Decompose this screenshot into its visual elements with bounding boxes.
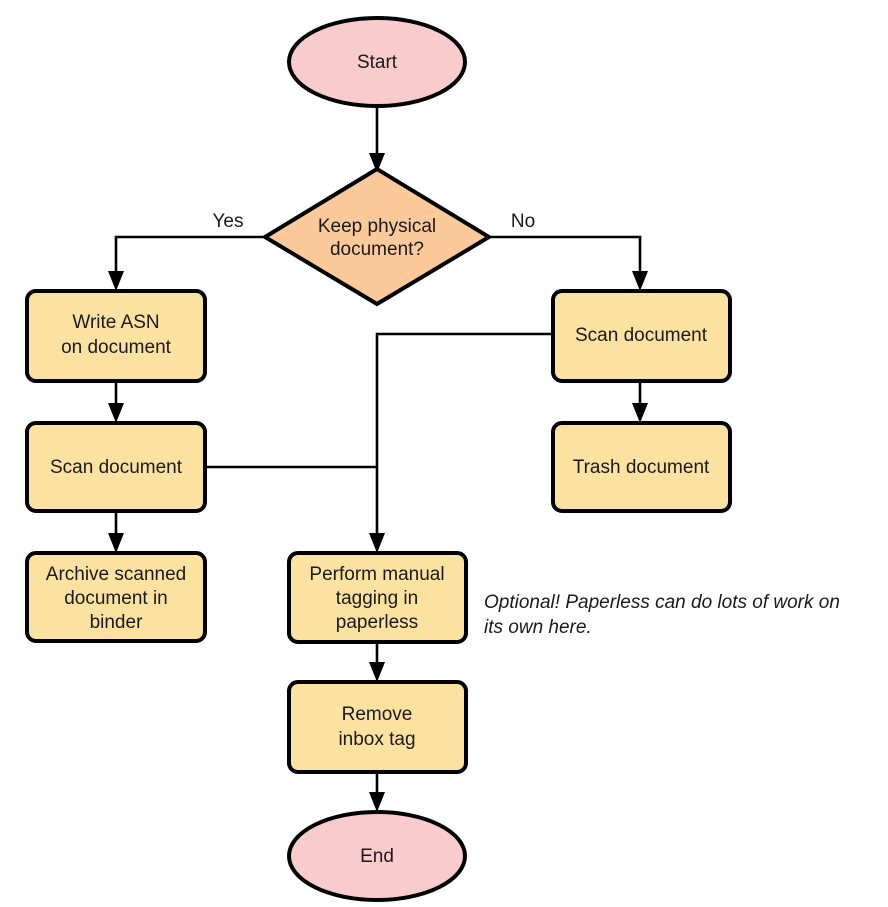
node-perform-manual-tagging[interactable]: Perform manual tagging in paperless <box>287 551 468 644</box>
node-write-asn-on-document[interactable]: Write ASN on document <box>25 289 207 383</box>
node-archive-label-line1: Archive scanned <box>46 564 186 585</box>
edge-label-no: No <box>511 211 535 232</box>
node-write-asn-label-line1: Write ASN <box>72 312 159 333</box>
node-scan-document-left-label: Scan document <box>50 457 183 478</box>
node-remove-inbox-label-line1: Remove <box>342 704 413 725</box>
node-decision-label-line1: Keep physical <box>318 216 436 237</box>
node-remove-inbox-tag[interactable]: Remove inbox tag <box>287 680 468 774</box>
node-scan-document-right[interactable]: Scan document <box>551 289 732 383</box>
edge-remove-inbox-to-end <box>369 772 385 812</box>
node-end[interactable]: End <box>287 810 467 902</box>
edge-scan-right-to-trash <box>632 381 648 423</box>
node-write-asn-label-line2: on document <box>61 337 172 358</box>
edge-start-to-decision <box>369 103 385 173</box>
edge-write-asn-to-scan-left <box>108 381 124 423</box>
node-archive-label-line3: binder <box>90 612 143 633</box>
node-end-label: End <box>360 846 394 867</box>
node-decision-label-line2: document? <box>330 239 424 260</box>
annotation-note-line1: Optional! Paperless can do lots of work … <box>484 592 840 613</box>
edge-scan-left-to-archive <box>108 511 124 553</box>
node-decision-keep-physical-document[interactable]: Keep physical document? <box>261 166 493 307</box>
node-tagging-label-line3: paperless <box>336 612 418 633</box>
node-start[interactable]: Start <box>287 16 467 108</box>
node-archive-scanned-document[interactable]: Archive scanned document in binder <box>25 551 207 643</box>
edge-scan-right-to-tagging <box>369 332 552 553</box>
node-start-label: Start <box>357 52 398 73</box>
edge-decision-yes-to-write-asn <box>108 235 263 291</box>
node-scan-document-right-label: Scan document <box>575 325 708 346</box>
node-trash-document-label: Trash document <box>573 457 710 478</box>
node-scan-document-left[interactable]: Scan document <box>25 421 207 513</box>
edge-tagging-to-remove-inbox <box>369 642 385 682</box>
annotation-note-line2: its own here. <box>484 617 592 638</box>
node-remove-inbox-label-line2: inbox tag <box>338 729 415 750</box>
node-trash-document[interactable]: Trash document <box>551 421 732 513</box>
node-archive-label-line2: document in <box>64 588 168 609</box>
edge-label-yes: Yes <box>213 211 244 232</box>
annotation-note-optional: Optional! Paperless can do lots of work … <box>484 592 840 638</box>
edge-decision-no-to-scan-right <box>491 235 648 291</box>
node-tagging-label-line1: Perform manual <box>309 564 444 585</box>
node-tagging-label-line2: tagging in <box>336 588 418 609</box>
